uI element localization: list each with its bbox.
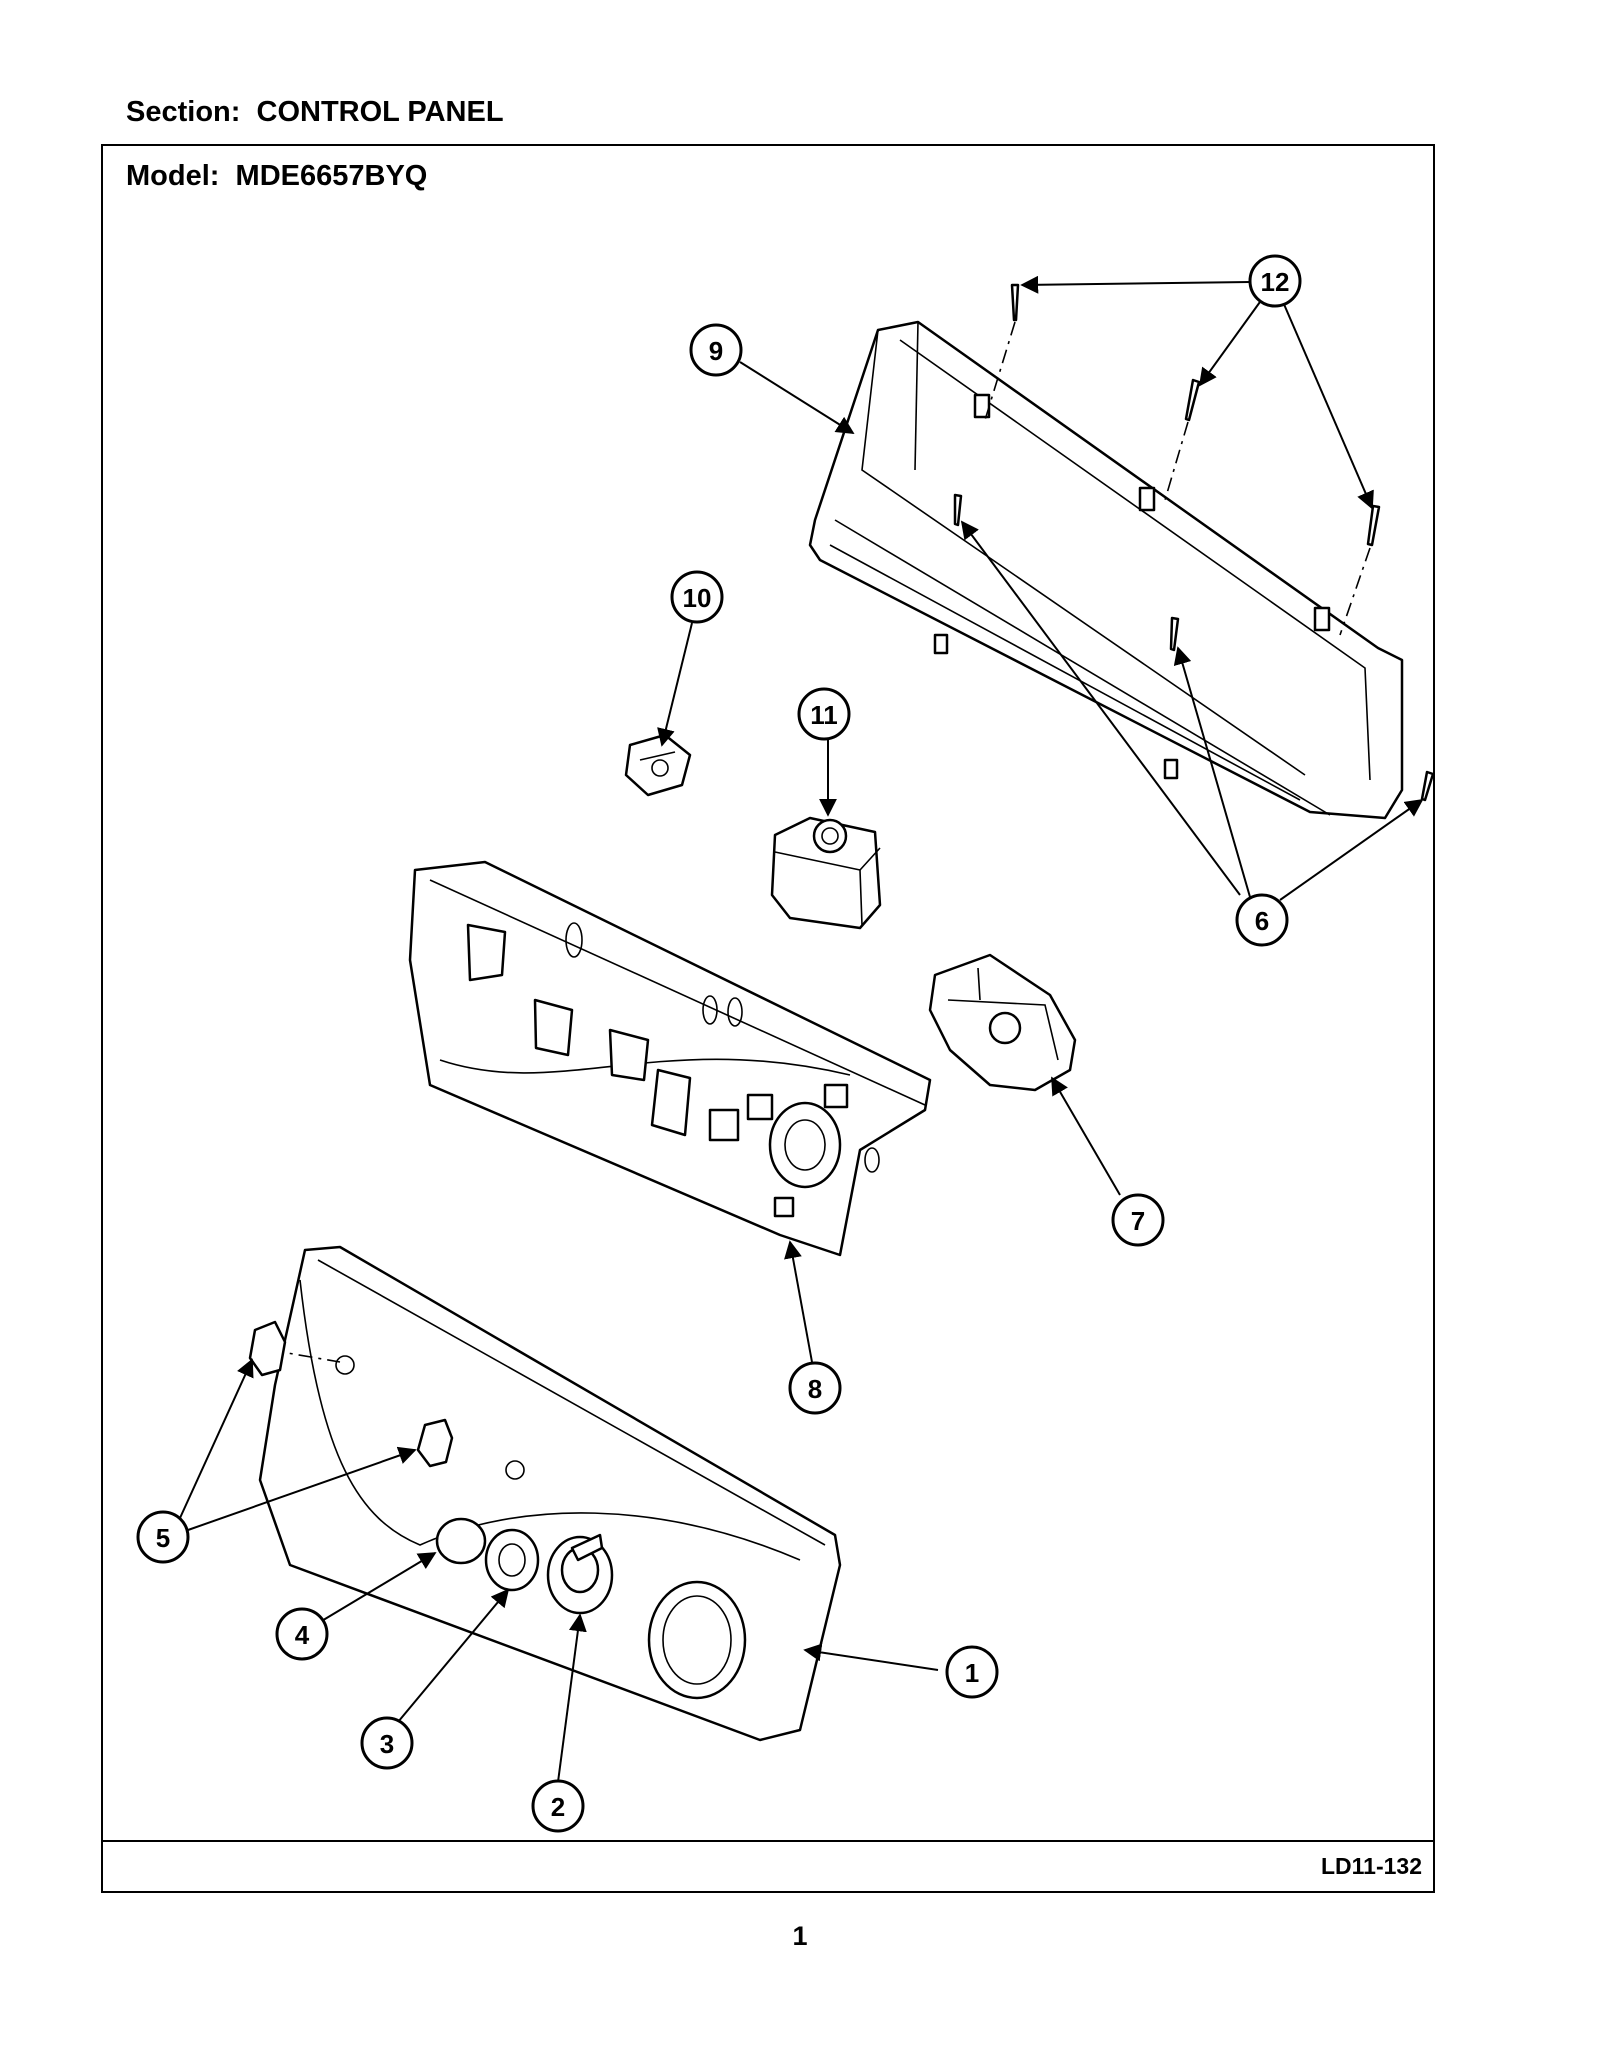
footer-divider xyxy=(101,1840,1435,1842)
timer-block-part-11 xyxy=(770,816,882,930)
callout-12: 12 xyxy=(1248,254,1302,308)
callout-3: 3 xyxy=(360,1716,414,1770)
callout-1: 1 xyxy=(945,1645,999,1699)
callout-7: 7 xyxy=(1111,1193,1165,1247)
svg-text:4: 4 xyxy=(295,1620,310,1650)
svg-text:11: 11 xyxy=(810,700,838,730)
callout-9: 9 xyxy=(689,323,743,377)
callout-4: 4 xyxy=(275,1607,329,1661)
front-control-panel-part-1 xyxy=(258,1245,842,1742)
callout-8: 8 xyxy=(788,1361,842,1415)
knob-part-2 xyxy=(546,1533,614,1615)
svg-text:9: 9 xyxy=(709,336,723,366)
bracket-part-7 xyxy=(928,953,1077,1092)
svg-text:5: 5 xyxy=(156,1523,170,1553)
callout-11: 11 xyxy=(797,687,851,741)
svg-text:12: 12 xyxy=(1261,267,1290,297)
callout-5: 5 xyxy=(136,1510,190,1564)
switch-part-10 xyxy=(624,733,692,797)
console-housing-part-9 xyxy=(808,320,1404,820)
inner-panel-part-8 xyxy=(408,860,932,1257)
page-number: 1 xyxy=(792,1921,808,1951)
callout-6: 6 xyxy=(1235,893,1289,947)
leader-lines xyxy=(179,275,1424,1783)
svg-text:7: 7 xyxy=(1131,1206,1145,1236)
svg-text:2: 2 xyxy=(551,1792,565,1822)
callout-2: 2 xyxy=(531,1779,585,1833)
svg-text:8: 8 xyxy=(808,1374,822,1404)
knobs-part-5 xyxy=(248,1320,454,1468)
section-title: Section: CONTROL PANEL xyxy=(126,96,504,128)
document-code: LD11-132 xyxy=(1320,1853,1422,1879)
svg-text:3: 3 xyxy=(380,1729,394,1759)
button-part-4 xyxy=(435,1517,487,1565)
diagram-frame xyxy=(101,144,1435,1893)
svg-text:10: 10 xyxy=(683,583,712,613)
knob-part-3 xyxy=(484,1528,540,1592)
screws-part-12 xyxy=(984,283,1381,636)
callout-10: 10 xyxy=(670,570,724,624)
model-title: Model: MDE6657BYQ xyxy=(126,160,428,192)
svg-text:1: 1 xyxy=(965,1658,979,1688)
svg-text:6: 6 xyxy=(1255,906,1269,936)
